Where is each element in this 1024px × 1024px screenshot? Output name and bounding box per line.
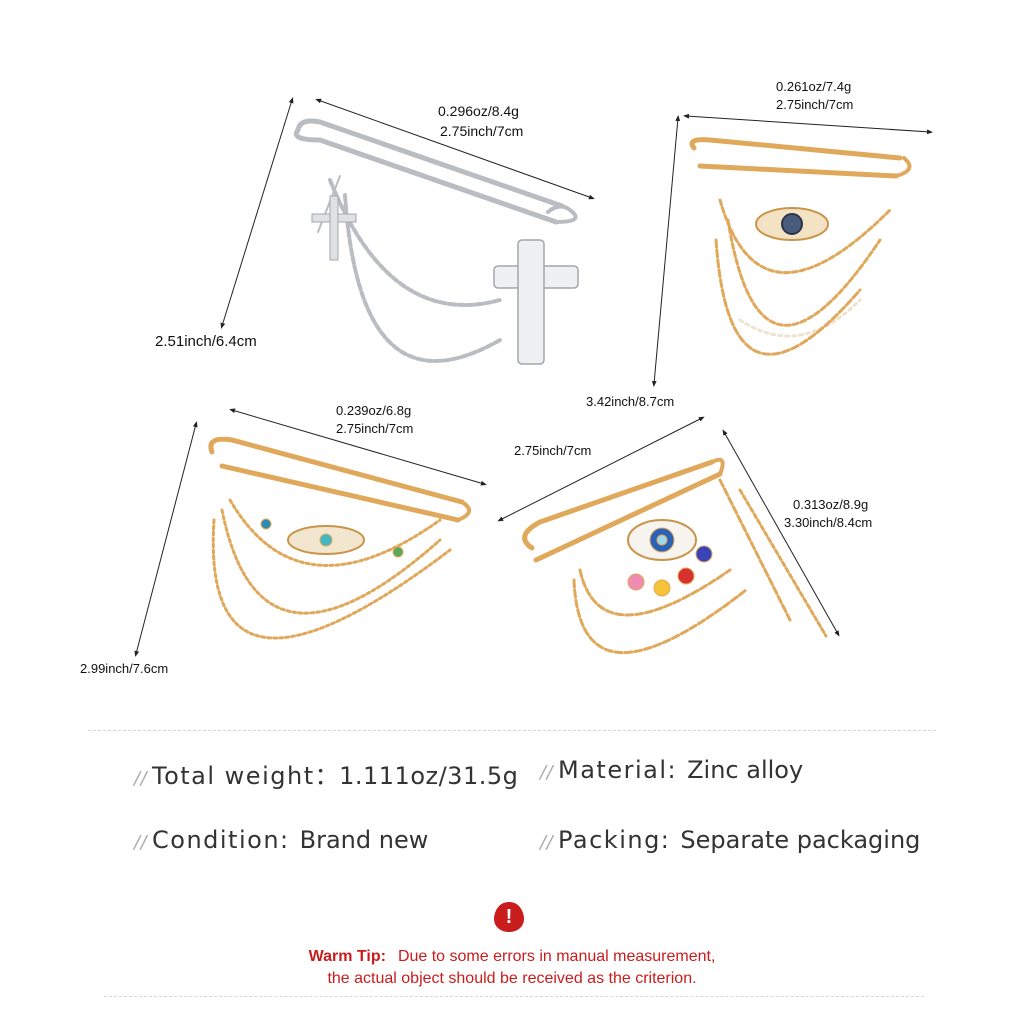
- product-1-height: 2.51inch/6.4cm: [155, 333, 257, 350]
- spec-material-value: Zinc alloy: [687, 756, 804, 784]
- spec-material: //Material: Zinc alloy: [540, 756, 803, 784]
- warm-tip-title: Warm Tip:: [308, 948, 386, 965]
- slash-icon: //: [540, 762, 554, 783]
- gold-rhinestone-eye-brooch: [208, 436, 471, 640]
- divider-top: [88, 730, 936, 731]
- spec-total-weight-label: Total weight: [152, 762, 315, 790]
- spec-packing-value: Separate packaging: [680, 826, 921, 854]
- product-4-height: 3.30inch/8.4cm: [784, 515, 873, 530]
- spec-total-weight: //Total weight：1.111oz/31.5g: [134, 756, 518, 791]
- warm-tip-line2: the actual object should be received as …: [327, 970, 697, 987]
- spec-packing-label: Packing:: [558, 826, 671, 854]
- silver-cross-brooch: [293, 118, 579, 365]
- spec-condition-label: Condition:: [152, 826, 290, 854]
- spec-condition-value: Brand new: [299, 826, 429, 854]
- warm-tip-text1: Due to some errors in manual measurement…: [397, 948, 716, 965]
- product-2-weight: 0.261oz/7.4g: [776, 79, 852, 94]
- measurement-lines: [134, 97, 933, 657]
- spec-total-weight-sep: ：: [314, 762, 340, 790]
- slash-icon: //: [540, 832, 554, 853]
- product-1-weight: 0.296oz/8.4g: [438, 103, 519, 119]
- product-3-height: 2.99inch/7.6cm: [80, 661, 169, 676]
- product-2-height: 3.42inch/8.7cm: [586, 394, 675, 409]
- spec-packing: //Packing: Separate packaging: [540, 826, 920, 854]
- product-4-length: 2.75inch/7cm: [514, 443, 592, 458]
- spec-total-weight-value: 1.111oz/31.5g: [339, 762, 519, 790]
- product-2-length: 2.75inch/7cm: [776, 97, 854, 112]
- product-1-length: 2.75inch/7cm: [440, 123, 524, 139]
- divider-bottom: [104, 996, 924, 997]
- slash-icon: //: [134, 832, 148, 853]
- product-3-weight: 0.239oz/6.8g: [336, 403, 412, 418]
- slash-icon: //: [134, 768, 148, 789]
- spec-condition: //Condition: Brand new: [134, 826, 428, 854]
- gold-eye-brooch: [689, 137, 912, 356]
- product-4-weight: 0.313oz/8.9g: [793, 497, 869, 512]
- spec-material-label: Material:: [558, 756, 678, 784]
- warning-icon: !: [494, 902, 524, 932]
- gold-enamel-eye-brooch: [522, 457, 828, 654]
- warm-tip-line1: Warm Tip: Due to some errors in manual me…: [0, 946, 1024, 968]
- product-3-length: 2.75inch/7cm: [336, 421, 414, 436]
